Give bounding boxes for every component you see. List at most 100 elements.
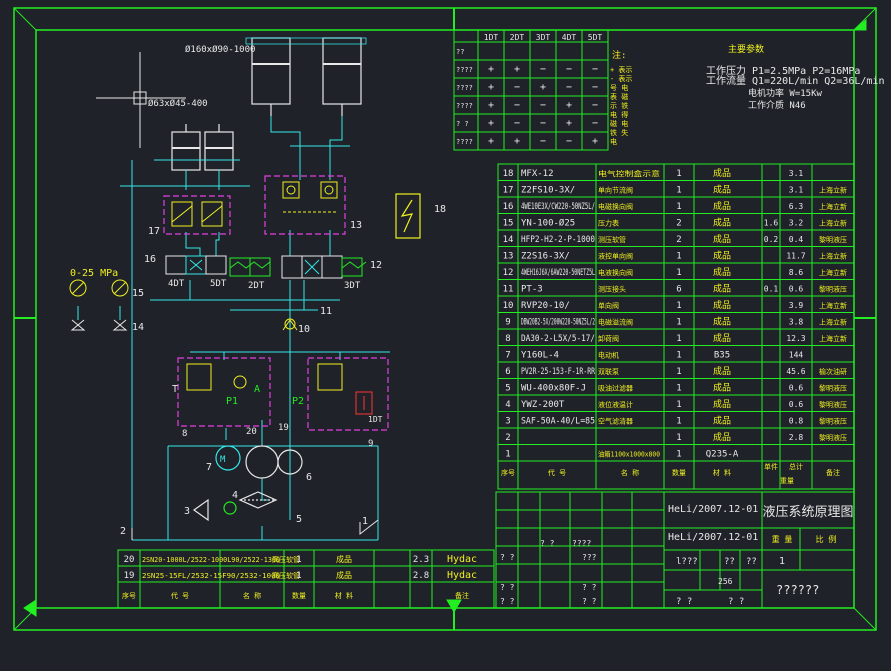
sol-2dt: 2DT <box>248 281 265 291</box>
title-cell: ? ? <box>500 553 515 562</box>
bom-no: 5 <box>505 384 510 394</box>
note-line: 电 <box>610 137 617 146</box>
label-n8: 8 <box>182 429 187 439</box>
bom-header-unit: 单件 <box>764 462 778 471</box>
bom-total-weight: 6.3 <box>789 202 804 211</box>
bom-name: 吸油过滤器 <box>598 384 633 393</box>
note-line: 号 电 <box>610 83 628 92</box>
hose-header-no: 序号 <box>122 591 136 600</box>
port-p2: P2 <box>292 396 304 407</box>
count-1: ?? <box>724 557 735 567</box>
title-cell: ? ? <box>500 597 515 606</box>
sol-4dt: 4DT <box>168 279 185 289</box>
bom-note: 上海立新 <box>819 252 847 261</box>
bom-qty: 1 <box>676 252 681 262</box>
bom-note: 上海立新 <box>819 301 847 310</box>
action-cell: + <box>566 118 572 129</box>
bom-no: 14 <box>503 235 514 245</box>
note-line: - 表示 <box>610 74 632 83</box>
bom-unit-weight: 1.6 <box>764 219 779 228</box>
bom-total-weight: 11.7 <box>786 252 805 261</box>
scale-value: 1 <box>779 556 785 567</box>
action-cell: − <box>566 64 572 75</box>
hose-material: 成品 <box>336 554 352 564</box>
sheet-b: ? ? <box>728 597 744 607</box>
note-line: 磁 电 <box>610 119 628 128</box>
bom-code: 4WE10E3X/CW220-50NZ5L/ <box>521 202 595 212</box>
bom-qty: 1 <box>676 417 681 427</box>
action-row-name: ???? <box>456 66 473 74</box>
bom-total-weight: 0.8 <box>789 417 804 426</box>
bom-header-total: 总计 <box>789 462 803 471</box>
action-cell: − <box>514 82 520 93</box>
bom-code: Y160L-4 <box>521 351 559 361</box>
cyl-small-label: Ø63xØ45-400 <box>148 98 208 109</box>
pump-motor: M <box>192 445 303 522</box>
label-n18: 18 <box>434 204 446 215</box>
action-cell: − <box>592 82 598 93</box>
bom-note: 榆次油研 <box>819 367 847 376</box>
label-n4: 4 <box>232 490 238 501</box>
bom-code: RVP20-10/ <box>521 301 570 311</box>
label-n17: 17 <box>148 226 160 237</box>
bom-note: 上海立新 <box>819 202 847 211</box>
action-header: 3DT <box>536 33 551 42</box>
label-n20: 20 <box>246 427 257 437</box>
params-title: 主要参数 <box>728 43 764 55</box>
bom-no: 7 <box>505 351 510 361</box>
circuit-labels: Ø160xØ90-1000 Ø63xØ45-400 0-25 MPa 4DT 5… <box>70 44 446 537</box>
label-n9: 9 <box>368 439 373 449</box>
hose-vendor: Hydac <box>447 554 477 565</box>
action-cell: − <box>566 82 572 93</box>
bom-material: 成品 <box>713 332 731 344</box>
note-title: 注: <box>612 49 626 61</box>
bom-qty: 1 <box>676 351 681 361</box>
bom-qty: 1 <box>676 202 681 212</box>
bom-code: DA30-2-L5X/5-17/ <box>521 334 595 344</box>
bom-material: 成品 <box>713 382 731 394</box>
valve-blocks <box>163 175 389 431</box>
hose-header-code: 代 号 <box>171 591 189 600</box>
bom-qty: 1 <box>676 450 681 460</box>
bom-no: 13 <box>503 252 514 262</box>
check-valve <box>282 318 298 331</box>
label-n2: 2 <box>120 526 126 537</box>
svg-text:M: M <box>220 455 226 465</box>
action-header: 1DT <box>484 33 499 42</box>
valve-symbols <box>171 181 373 415</box>
bom-material: 成品 <box>713 415 731 427</box>
bom-qty: 1 <box>676 384 681 394</box>
action-row-name: ???? <box>456 138 473 146</box>
stage-label: l??? <box>676 557 698 567</box>
bom-qty: 1 <box>676 318 681 328</box>
bom-qty: 2 <box>676 235 681 245</box>
bom-header-code: 代 号 <box>548 468 566 477</box>
bom-qty: 1 <box>676 186 681 196</box>
bom-name: 液位液温计 <box>598 400 633 409</box>
action-cell: − <box>592 64 598 75</box>
hose-code: 2SN20-1000L/2522-1000L90/2522-1300 <box>142 556 280 564</box>
bom-code: YN-100-Ø25 <box>521 218 575 229</box>
title-cell: ? ? <box>540 539 555 548</box>
bom-note: 黎明液压 <box>819 384 847 393</box>
bom-material: 成品 <box>713 398 731 410</box>
bom-name: 油箱1100x1000x800 <box>598 450 660 459</box>
label-n15: 15 <box>132 288 144 299</box>
bom-total-weight: 3.2 <box>789 219 804 228</box>
bom-code: Z2FS10-3X/ <box>521 186 575 196</box>
bom-no: 10 <box>503 301 514 311</box>
bom-no: 4 <box>505 400 510 410</box>
bom-header-no: 序号 <box>501 468 515 477</box>
bom-qty: 1 <box>676 301 681 311</box>
bom-border <box>497 163 855 490</box>
bom-header-material: 材 料 <box>713 468 731 477</box>
bom-material: 成品 <box>713 365 731 377</box>
bom-total-weight: 144 <box>789 351 804 360</box>
bom-material: 成品 <box>713 316 731 328</box>
bom-name: 液控单向阀 <box>598 252 633 261</box>
bom-name: 双联泵 <box>598 367 619 376</box>
bom-total-weight: 3.1 <box>789 169 804 178</box>
bom-qty: 1 <box>676 169 681 179</box>
